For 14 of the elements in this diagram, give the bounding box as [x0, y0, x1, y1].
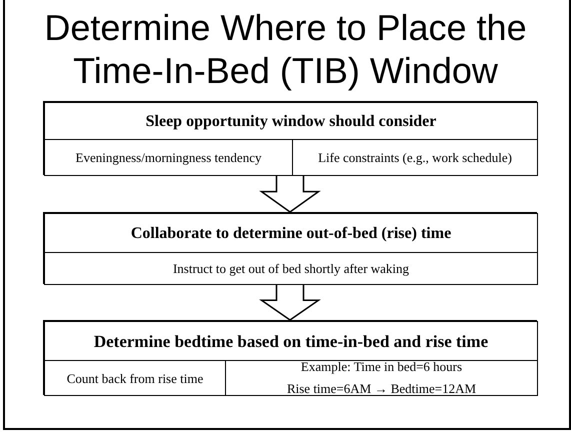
- block-arrow: [259, 174, 321, 213]
- step-group: [43, 212, 537, 284]
- step-heading-box: Sleep opportunity window should consider: [44, 102, 538, 140]
- block-arrow: [259, 283, 321, 321]
- title: Determine Where to Place the Time-In-Bed (TIB) Window: [43, 6, 528, 92]
- detail-box: Instruct to get out of bed shortly after waking: [44, 252, 538, 285]
- step-group: [43, 101, 537, 175]
- step-group: [43, 320, 537, 395]
- detail-box: Count back from rise time: [44, 360, 226, 396]
- step-heading-box: Collaborate to determine out-of-bed (rise) time: [44, 213, 538, 253]
- detail-box: Example: Time in bed=6 hours Rise time=6AM → Bedtime=12AM: [225, 360, 538, 396]
- detail-box: Life constraints (e.g., work schedule): [292, 139, 538, 176]
- detail-box: Eveningness/morningness tendency: [44, 139, 293, 176]
- step-heading-box: Determine bedtime based on time-in-bed and rise time: [44, 321, 538, 361]
